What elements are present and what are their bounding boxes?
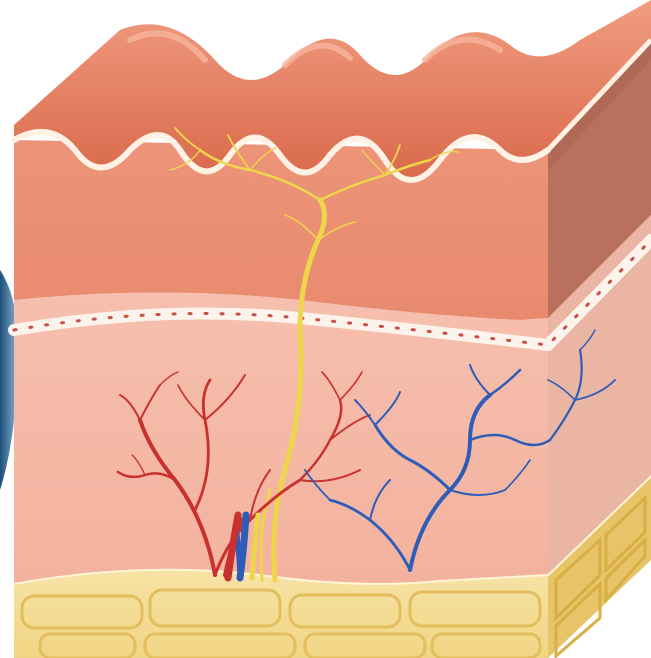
- skin-cross-section-illustration: [0, 0, 651, 658]
